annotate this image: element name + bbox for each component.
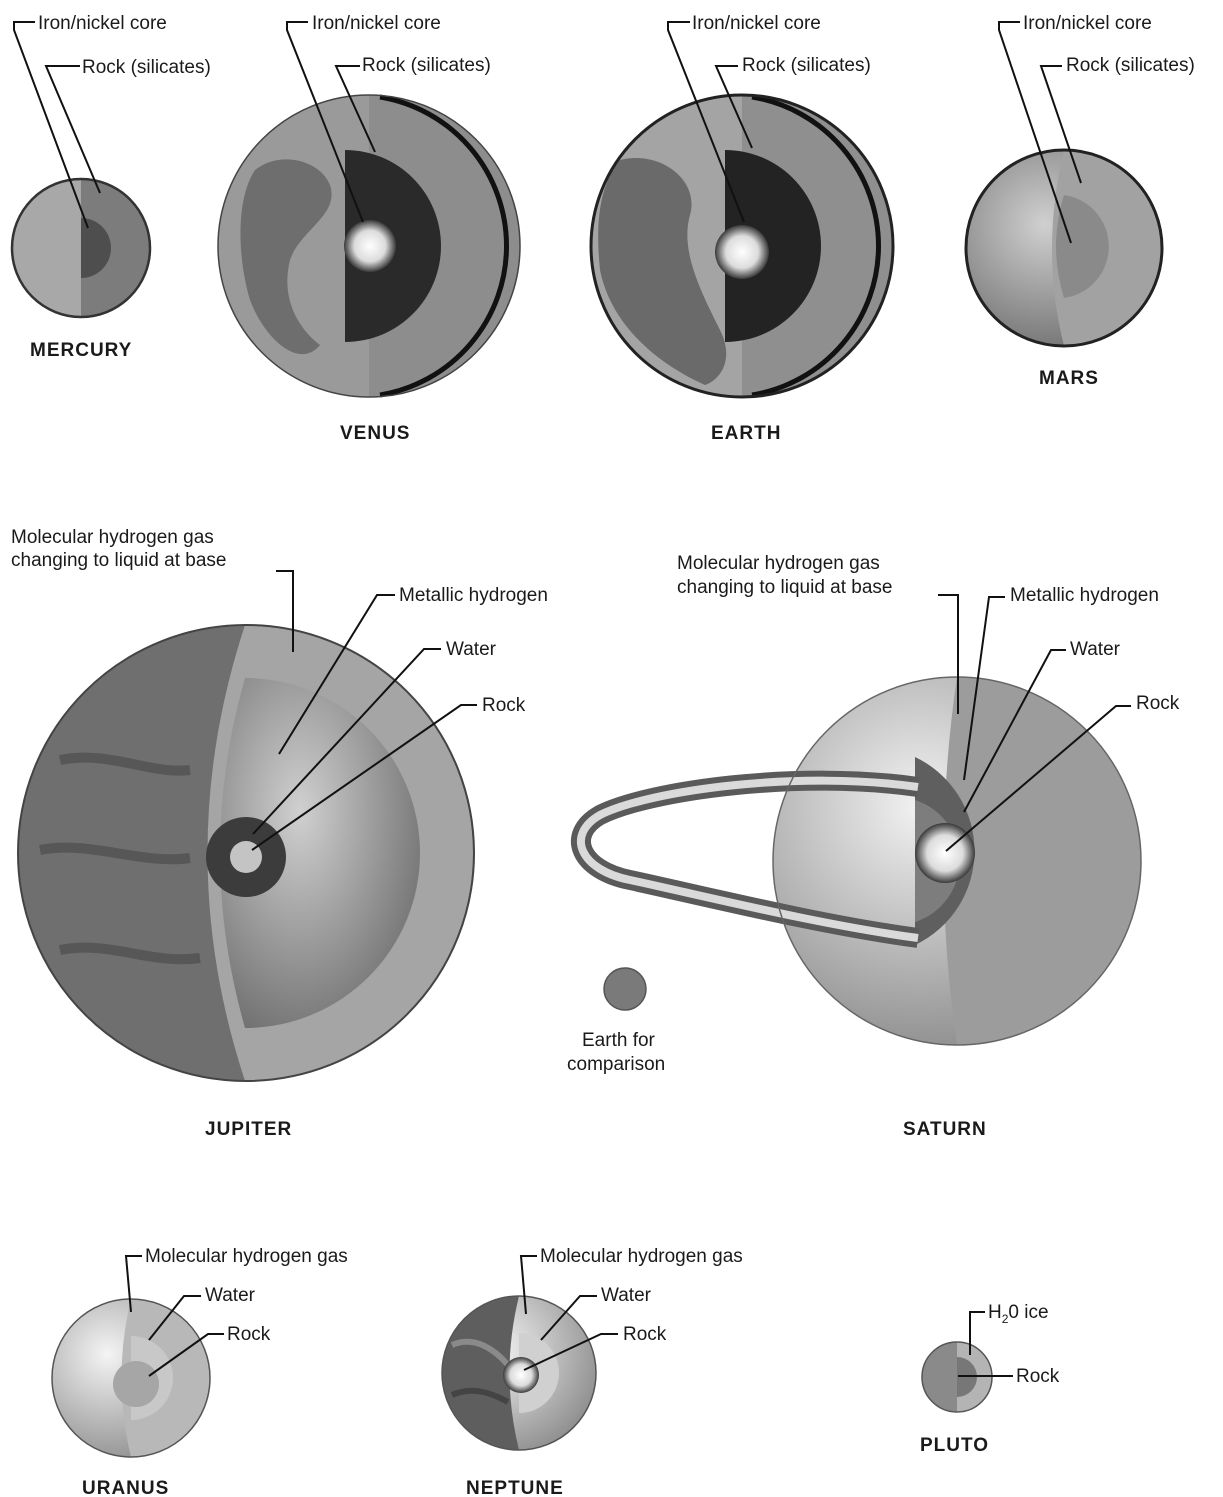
neptune-illustration bbox=[442, 1296, 596, 1450]
mars-rock-label: Rock (silicates) bbox=[1066, 55, 1195, 76]
uranus-water-label: Water bbox=[205, 1285, 256, 1306]
jupiter-rock-label: Rock bbox=[482, 695, 526, 716]
saturn-water-label: Water bbox=[1070, 639, 1121, 660]
neptune-name: NEPTUNE bbox=[466, 1478, 564, 1497]
saturn-gas-label-line1: Molecular hydrogen gas bbox=[677, 553, 880, 574]
venus-name: VENUS bbox=[340, 423, 410, 444]
pluto-rock-label: Rock bbox=[1016, 1366, 1060, 1387]
earth-comparison-circle bbox=[604, 968, 646, 1010]
mars-illustration bbox=[966, 150, 1162, 346]
earth-core-label: Iron/nickel core bbox=[692, 13, 821, 34]
saturn-name: SATURN bbox=[903, 1119, 987, 1140]
uranus-rock-label: Rock bbox=[227, 1324, 271, 1345]
jupiter-water-label: Water bbox=[446, 639, 497, 660]
mercury-illustration bbox=[12, 179, 150, 317]
earth-name: EARTH bbox=[711, 423, 781, 444]
uranus-name: URANUS bbox=[82, 1478, 169, 1497]
pluto-name: PLUTO bbox=[920, 1435, 989, 1456]
jupiter-illustration bbox=[18, 625, 474, 1081]
mars-name: MARS bbox=[1039, 368, 1099, 389]
earth-comparison-label-line1: Earth for bbox=[582, 1030, 656, 1051]
saturn-illustration bbox=[581, 677, 1141, 1045]
saturn-metallic-label: Metallic hydrogen bbox=[1010, 585, 1159, 606]
venus-core-label: Iron/nickel core bbox=[312, 13, 441, 34]
jupiter-gas-label-line1: Molecular hydrogen gas bbox=[11, 527, 214, 548]
uranus-illustration bbox=[52, 1299, 210, 1457]
earth-comparison-label-line2: comparison bbox=[567, 1054, 665, 1075]
jupiter-gas-label-line2: changing to liquid at base bbox=[11, 550, 227, 571]
earth-illustration bbox=[591, 95, 893, 397]
uranus-gas-label: Molecular hydrogen gas bbox=[145, 1246, 348, 1267]
venus-rock-label: Rock (silicates) bbox=[362, 55, 491, 76]
neptune-rock-label: Rock bbox=[623, 1324, 667, 1345]
saturn-gas-label-line2: changing to liquid at base bbox=[677, 577, 893, 598]
jupiter-metallic-label: Metallic hydrogen bbox=[399, 585, 548, 606]
pluto-ice-label: H20 ice bbox=[988, 1302, 1049, 1326]
jupiter-name: JUPITER bbox=[205, 1119, 292, 1140]
mercury-core-label: Iron/nickel core bbox=[38, 13, 167, 34]
saturn-rock-label: Rock bbox=[1136, 693, 1180, 714]
neptune-gas-label: Molecular hydrogen gas bbox=[540, 1246, 743, 1267]
earth-rock-label: Rock (silicates) bbox=[742, 55, 871, 76]
mars-core-label: Iron/nickel core bbox=[1023, 13, 1152, 34]
mercury-rock-label: Rock (silicates) bbox=[82, 57, 211, 78]
mercury-name: MERCURY bbox=[30, 340, 132, 361]
neptune-water-label: Water bbox=[601, 1285, 652, 1306]
